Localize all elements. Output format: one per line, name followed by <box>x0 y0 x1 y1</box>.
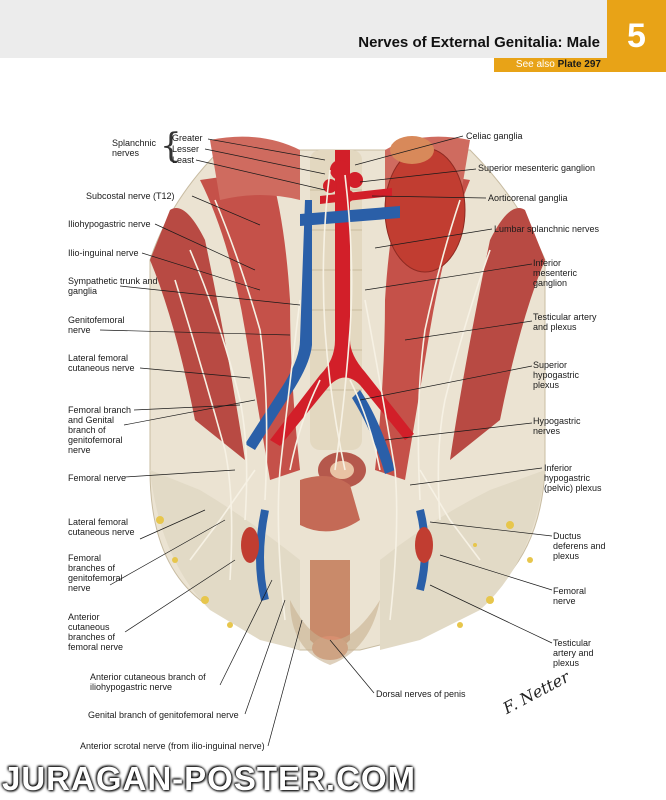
label-genital-branch: Genital branch of genitofemoral nerve <box>88 710 239 720</box>
label-genitofemoral: Genitofemoral nerve <box>68 315 125 335</box>
label-testicular-artery-plexus-2: Testicular artery and plexus <box>553 638 594 668</box>
left-thigh <box>150 470 300 650</box>
penis-shaft <box>310 560 350 650</box>
left-quadratus <box>150 208 245 460</box>
label-femoral-nerve: Femoral nerve <box>68 473 127 483</box>
bladder <box>300 476 360 532</box>
right-testis-vessels <box>415 527 433 563</box>
page-title: Nerves of External Genitalia: Male <box>358 34 600 51</box>
label-inferior-hypogastric: Inferior hypogastric (pelvic) plexus <box>544 463 602 493</box>
label-iliohypogastric: Iliohypogastric nerve <box>68 219 151 229</box>
label-splanchnic-nerves: Splanchnic nerves <box>112 138 157 158</box>
label-ductus-deferens: Ductus deferens and plexus <box>553 531 606 561</box>
label-dorsal-nerves-penis: Dorsal nerves of penis <box>376 689 466 699</box>
label-femoral-branches-genitofemoral: Femoral branches of genitofemoral nerve <box>68 553 123 593</box>
scrotum <box>290 600 380 665</box>
label-lumbar-splanchnic: Lumbar splanchnic nerves <box>494 224 600 234</box>
label-ilioinguinal: Ilio-inguinal nerve <box>68 248 139 258</box>
leader-lines-left <box>99 138 326 747</box>
label-celiac-ganglia: Celiac ganglia <box>466 131 523 141</box>
label-anterior-cutaneous-iliohypogastric: Anterior cutaneous branch of iliohypogas… <box>90 672 206 692</box>
label-anterior-scrotal: Anterior scrotal nerve (from ilio-inguin… <box>80 741 265 751</box>
aorta <box>270 150 414 446</box>
label-hypogastric-nerves: Hypogastric nerves <box>533 416 581 436</box>
leader-lines-right <box>329 135 553 694</box>
label-femoral-genital-branch: Femoral branch and Genital branch of gen… <box>68 405 132 455</box>
rectum-lumen <box>330 461 354 479</box>
label-anterior-cutaneous-branches: Anterior cutaneous branches of femoral n… <box>68 612 124 652</box>
right-thigh <box>380 470 545 650</box>
diaphragm <box>210 136 300 200</box>
label-aorticorenal: Aorticorenal ganglia <box>488 193 568 203</box>
header-band <box>0 0 607 58</box>
label-testicular-artery-plexus: Testicular artery and plexus <box>533 312 597 332</box>
left-spermatic-cord <box>256 509 269 601</box>
fat-deposits <box>156 516 533 628</box>
see-also-bar[interactable]: See also Plate 297 <box>494 58 607 72</box>
plate-number: 5 <box>607 0 666 72</box>
label-superior-hypogastric: Superior hypogastric plexus <box>533 360 580 390</box>
left-testis-vessels <box>241 527 259 563</box>
see-also-prefix: See also <box>515 59 555 70</box>
label-lesser: Lesser <box>172 144 200 154</box>
label-least: Least <box>172 155 195 165</box>
splanchnic-brace: { <box>160 126 182 166</box>
nerve-network <box>174 169 491 621</box>
right-quadratus <box>450 208 545 460</box>
label-superior-mesenteric: Superior mesenteric ganglion <box>478 163 596 173</box>
label-lateral-femoral-cutaneous: Lateral femoral cutaneous nerve <box>68 353 135 373</box>
label-sympathetic-trunk: Sympathetic trunk and ganglia <box>68 276 158 296</box>
label-femoral-nerve-right: Femoral nerve <box>553 586 587 606</box>
label-greater: Greater <box>172 133 203 143</box>
watermark: JURAGAN-POSTER.COM <box>2 760 417 797</box>
label-lateral-femoral-cutaneous-2: Lateral femoral cutaneous nerve <box>68 517 135 537</box>
renal-artery <box>320 188 392 204</box>
label-inferior-mesenteric: Inferior mesenteric ganglion <box>533 258 578 288</box>
label-subcostal: Subcostal nerve (T12) <box>86 191 175 201</box>
see-also-plate-link[interactable]: Plate 297 <box>557 59 601 70</box>
